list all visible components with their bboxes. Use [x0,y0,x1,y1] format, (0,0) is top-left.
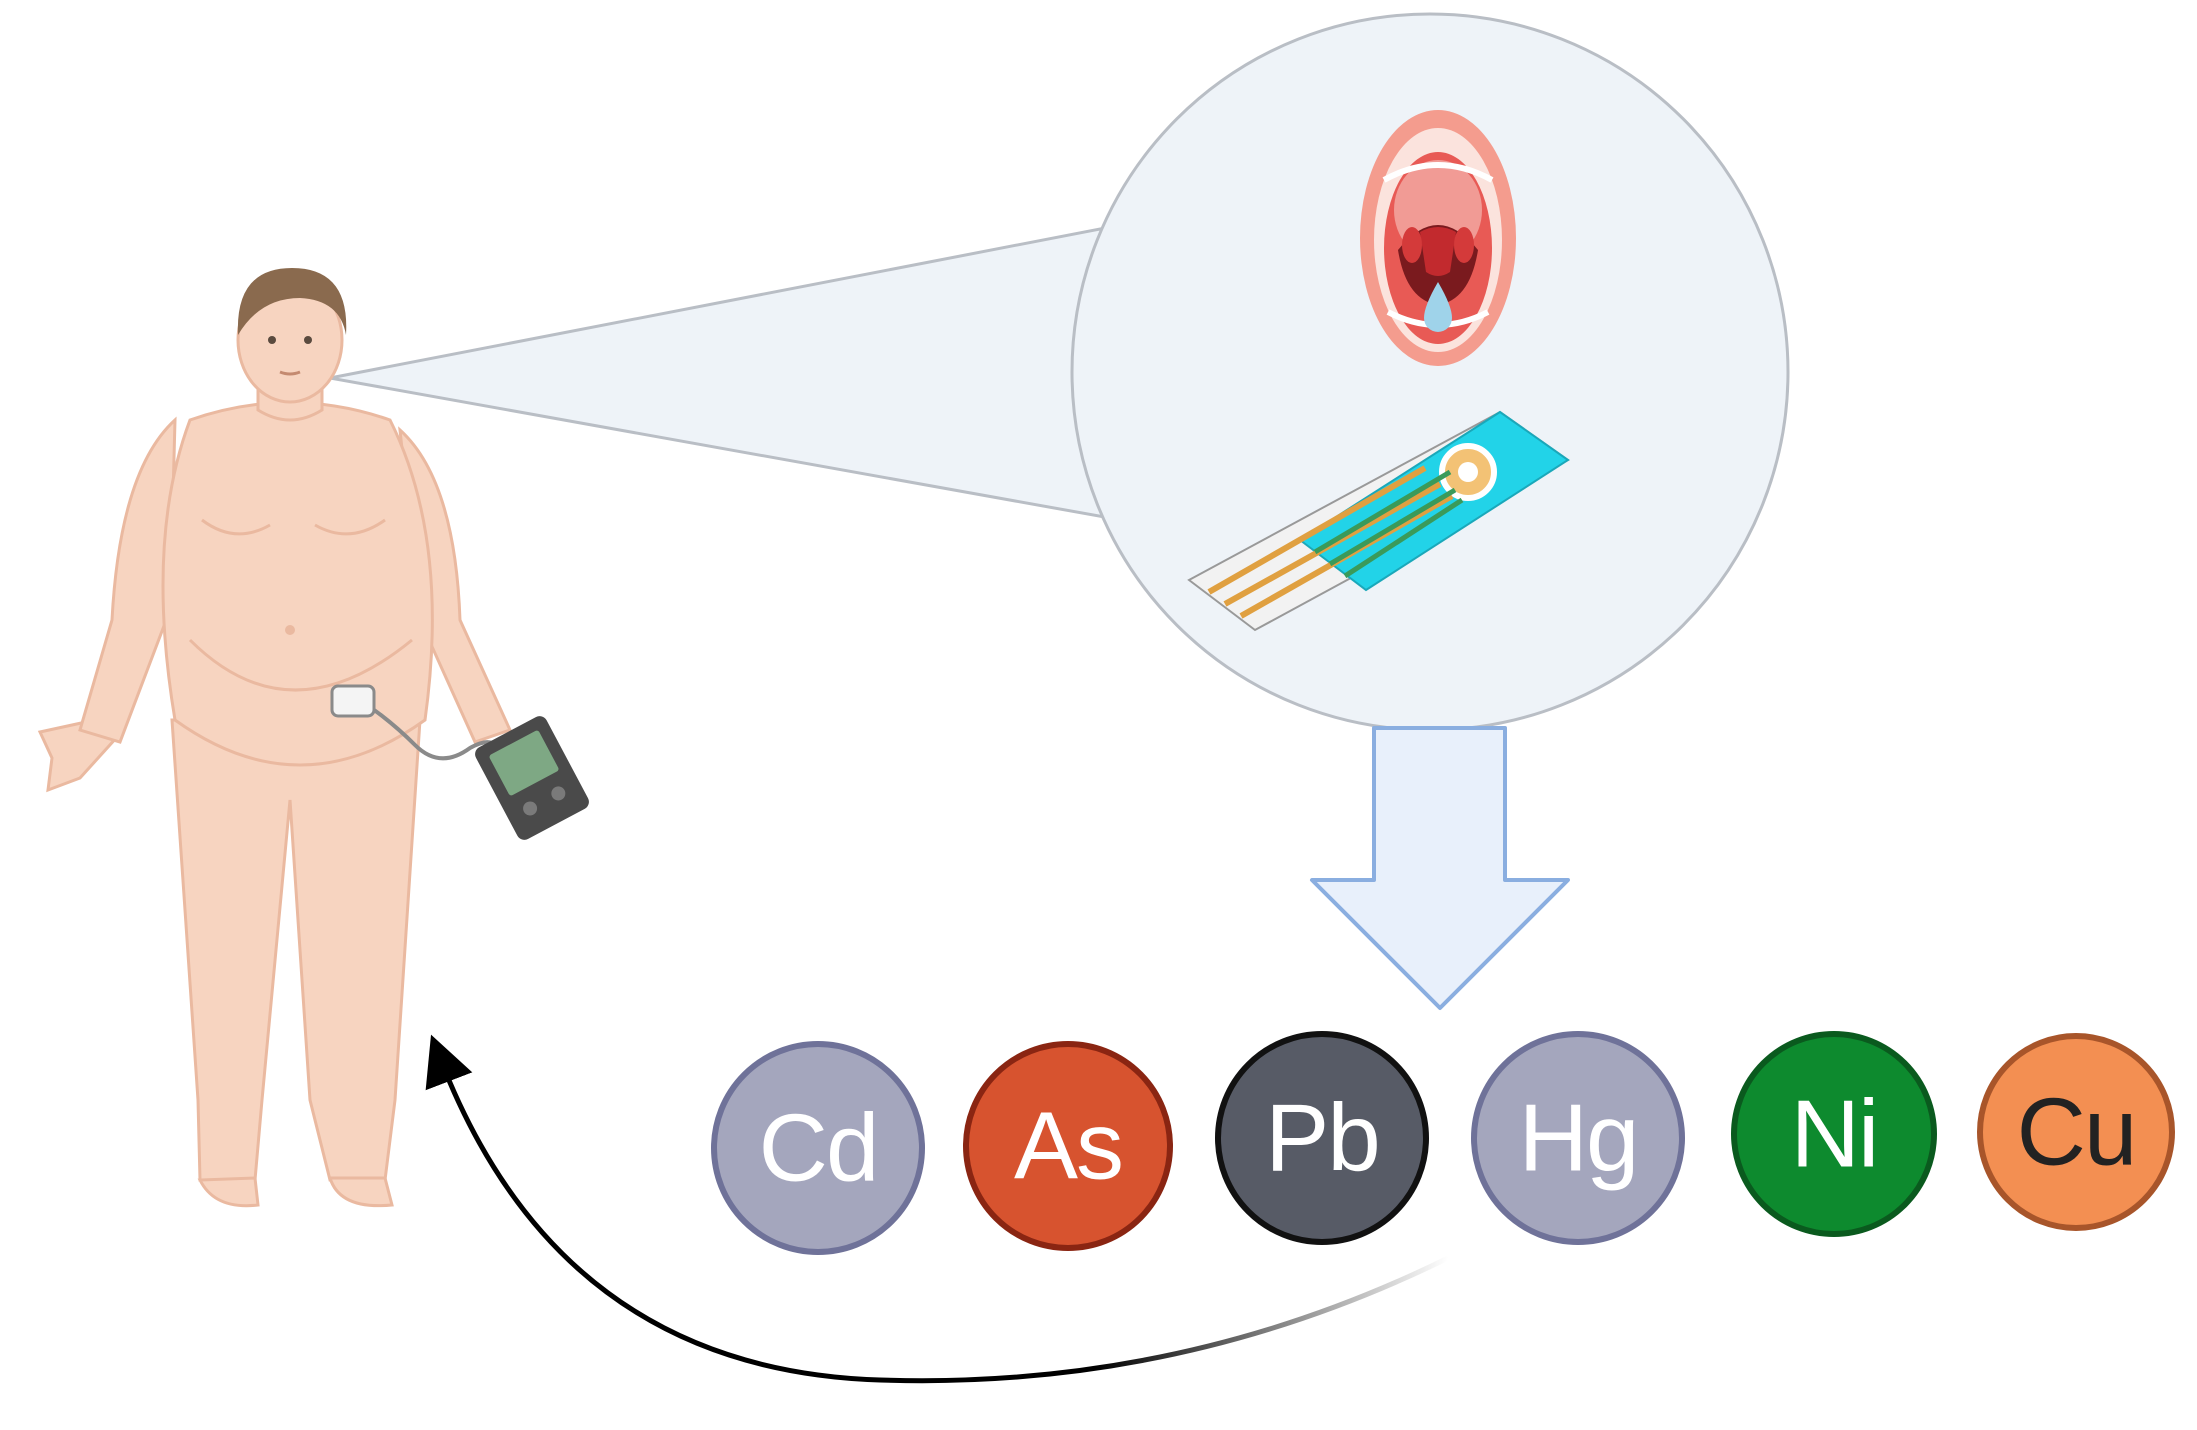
element-pb: Pb [1215,1031,1429,1245]
saliva-mouth-icon [1360,110,1516,366]
insulin-pump-icon [330,684,589,840]
zoom-cone [329,226,1112,520]
element-as: As [963,1041,1173,1251]
element-ni: Ni [1731,1031,1937,1237]
element-symbol-label: Hg [1519,1085,1638,1192]
element-symbol-label: Pb [1265,1085,1378,1192]
element-circle [1731,1031,1937,1237]
element-symbol-label: Cu [2017,1079,2136,1186]
element-cd: Cd [711,1041,925,1255]
element-hg: Hg [1471,1031,1685,1245]
sensor-strip-icon [1187,410,1570,632]
element-circle [963,1041,1173,1251]
exposure-return-arrow [425,1034,1450,1384]
element-symbol-label: As [1014,1093,1122,1200]
element-symbol-label: Cd [759,1095,878,1202]
element-cu: Cu [1977,1033,2175,1231]
element-circle [1471,1031,1685,1245]
element-circle [1215,1031,1429,1245]
element-circle [1977,1033,2175,1231]
person-figure [37,268,513,1208]
element-circle [711,1041,925,1255]
heavy-metal-elements: Cd As Pb Hg Ni Cu [711,1031,2175,1255]
element-symbol-label: Ni [1791,1081,1878,1188]
down-arrow-icon [1310,726,1570,1010]
